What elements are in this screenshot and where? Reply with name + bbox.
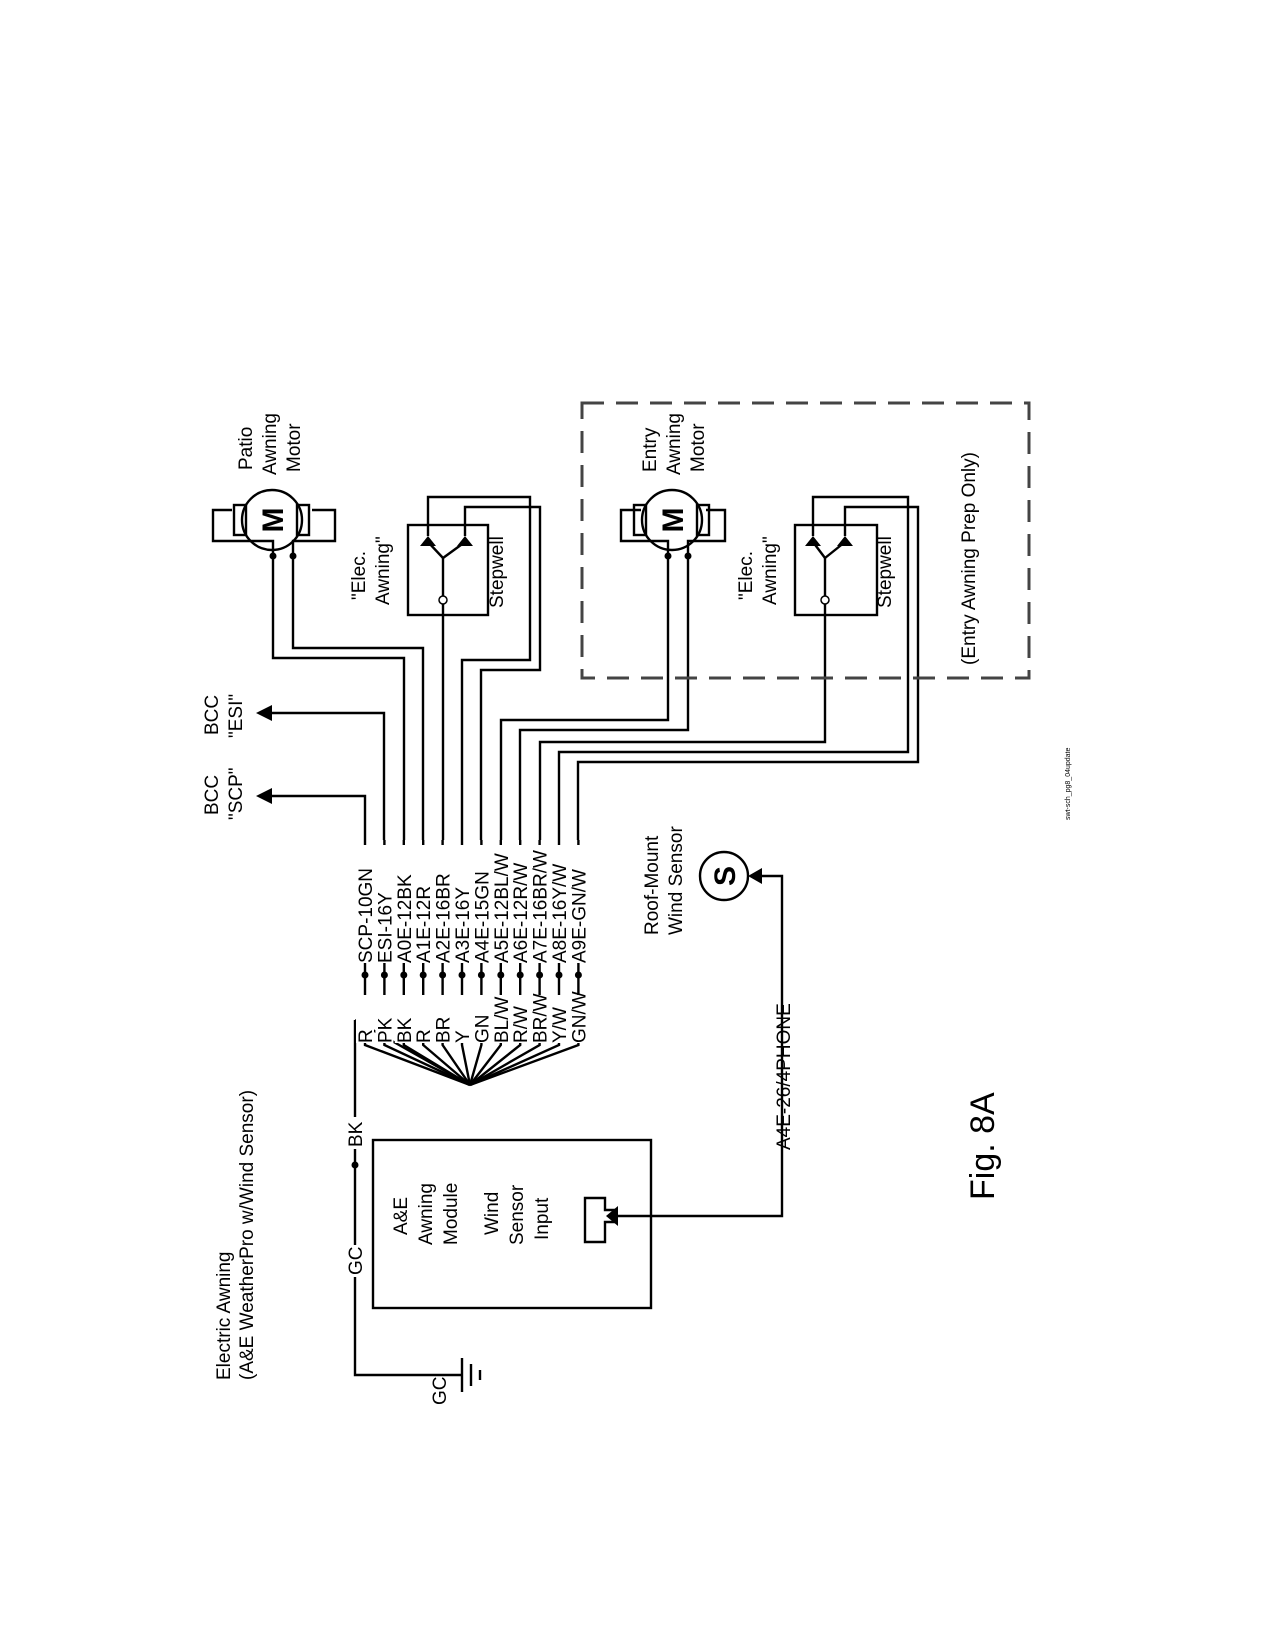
module-line-1: A&E <box>391 1197 412 1235</box>
entry-switch-line-2: Awning" <box>760 536 781 605</box>
bcc-esi-line-2: "ESI" <box>226 694 247 738</box>
wire-color-label: R <box>356 1029 377 1043</box>
wire-circuit-label: A9E-GN/W <box>569 869 590 963</box>
patio-awning-switch: "Elec. Awning" Stepwell <box>349 523 508 617</box>
wind-sensor-symbol: S <box>709 866 742 886</box>
ground-terminal-label: GC <box>430 1377 451 1406</box>
splice-dot <box>574 971 582 979</box>
patio-switch-line-2: Awning" <box>373 536 394 605</box>
entry-motor-line-3: Motor <box>688 423 709 472</box>
wire-circuit-label: A6E-12R/W <box>511 863 532 963</box>
splice-dot <box>400 971 408 979</box>
wire-color-label: BR <box>434 1017 455 1043</box>
wire-color-label: GN/W <box>569 991 590 1043</box>
bcc-esi-line-1: BCC <box>202 695 223 735</box>
wire-circuit-label: A3E-16Y <box>453 887 474 963</box>
splice-dot <box>380 971 388 979</box>
splice-dot <box>497 971 505 979</box>
wire-circuit-label: A1E-12R <box>414 886 435 963</box>
wind-sensor-line-1: Roof-Mount <box>642 835 663 935</box>
patio-motor-symbol: M <box>257 508 290 533</box>
entry-awning-switch: "Elec. Awning" Stepwell <box>736 523 896 617</box>
splice-dot <box>477 971 485 979</box>
splice-dot <box>555 971 563 979</box>
wind-input-line-3: Input <box>532 1197 553 1240</box>
wire-color-label: BK <box>395 1017 416 1043</box>
wire-color-label: BL/W <box>492 996 513 1043</box>
wire-color-label: R/W <box>511 1006 532 1043</box>
wind-sensor: S Roof-Mount Wind Sensor <box>642 826 750 935</box>
title-line-2: (A&E WeatherPro w/Wind Sensor) <box>237 1090 258 1380</box>
wind-input-line-1: Wind <box>482 1192 503 1235</box>
wind-input-line-2: Sensor <box>507 1184 528 1245</box>
entry-motor-line-2: Awning <box>664 413 685 475</box>
module-line-2: Awning <box>416 1183 437 1245</box>
wire-circuit-label: SCP-10GN <box>356 868 377 963</box>
routed-wires <box>256 495 920 840</box>
bcc-scp-line-1: BCC <box>202 775 223 815</box>
entry-prep-box <box>580 401 1031 680</box>
splice-label: BK <box>346 1121 367 1147</box>
wind-sensor-cable: A4E-26/4PHONE <box>618 868 795 1218</box>
entry-switch-line-1: "Elec. <box>736 551 757 600</box>
diagram-title: Electric Awning (A&E WeatherPro w/Wind S… <box>214 1090 258 1380</box>
bcc-scp-line-2: "SCP" <box>226 767 247 820</box>
entry-motor-line-1: Entry <box>640 427 661 472</box>
wind-sensor-cable-label: A4E-26/4PHONE <box>774 1003 795 1150</box>
ground-circuit: GC BK GC <box>343 1018 482 1406</box>
splice-dot <box>516 971 524 979</box>
figure-label: Fig. 8A <box>964 1092 1002 1200</box>
entry-motor-symbol: M <box>657 508 690 533</box>
wire-color-label: PK <box>375 1017 396 1043</box>
splice-dot <box>439 971 447 979</box>
wire-circuit-label: A5E-12BL/W <box>492 853 513 963</box>
wire-circuit-label: A0E-12BK <box>395 874 416 963</box>
patio-switch-location: Stepwell <box>487 536 508 608</box>
wire-circuit-label: A2E-16BR <box>434 873 455 963</box>
splice-dot <box>361 971 369 979</box>
wire-color-label: BR/W <box>531 993 552 1043</box>
wire-color-label: Y <box>453 1030 474 1043</box>
wire-circuit-label: A7E-16BR/W <box>531 850 552 963</box>
wire-color-label: GN <box>472 1015 493 1044</box>
wire-circuit-label: A4E-15GN <box>472 871 493 963</box>
patio-motor-line-3: Motor <box>284 423 305 472</box>
wire-circuit-label: ESI-16Y <box>375 892 396 963</box>
splice-dot <box>419 971 427 979</box>
entry-prep-label: (Entry Awning Prep Only) <box>959 452 980 665</box>
bcc-outputs: BCC "SCP" BCC "ESI" <box>202 694 247 820</box>
wire-harness: R SCP-10GN PK ESI-16Y BK A0E-12BK R A1E-12R BR A2… <box>356 840 590 1087</box>
wire-color-label: R <box>414 1029 435 1043</box>
wire-circuit-label: A8E-16Y/W <box>550 864 571 963</box>
entry-switch-location: Stepwell <box>875 536 896 608</box>
ground-wire-label: GC <box>346 1247 367 1276</box>
module-line-3: Module <box>441 1183 462 1245</box>
phone-jack-icon <box>583 1196 618 1244</box>
awning-module: A&E Awning Module Wind Sensor Input <box>371 1138 653 1310</box>
patio-motor-line-1: Patio <box>236 427 257 470</box>
splice-dot <box>458 971 466 979</box>
splice-dot <box>536 971 544 979</box>
entry-awning-motor: M Entry Awning Motor <box>619 413 727 560</box>
ground-symbol <box>460 1358 482 1392</box>
wind-sensor-line-2: Wind Sensor <box>666 826 687 935</box>
patio-motor-line-2: Awning <box>260 413 281 475</box>
title-line-1: Electric Awning <box>214 1252 235 1381</box>
patio-switch-line-1: "Elec. <box>349 551 370 600</box>
footer-code: swt-sch_pg8_04update <box>1065 748 1072 820</box>
patio-awning-motor: M Patio Awning Motor <box>211 413 337 560</box>
wire-color-label: Y/W <box>550 1007 571 1043</box>
splice-dot <box>351 1161 359 1169</box>
